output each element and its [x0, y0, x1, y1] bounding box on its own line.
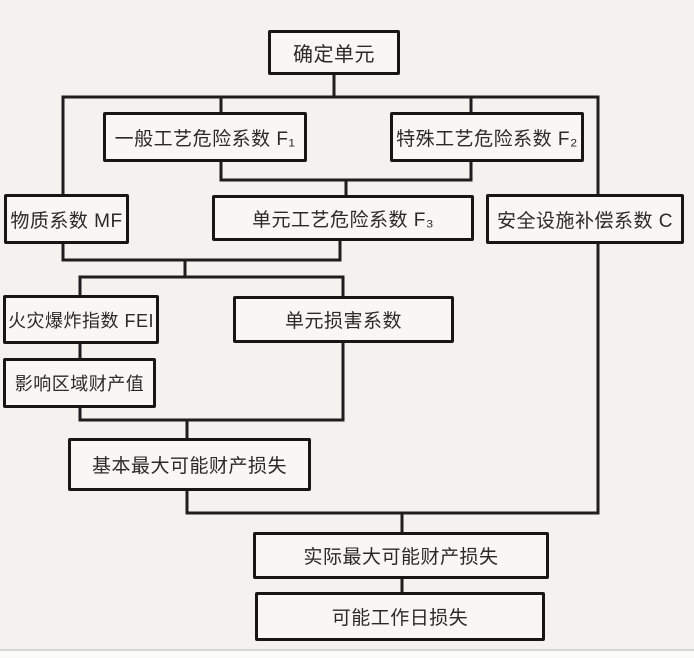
page-edge-margin: [0, 651, 694, 658]
connector-determine-to-branches: [61, 73, 600, 196]
node-affected-area-value: 影响区域财产值: [3, 358, 156, 408]
node-unit-process-hazard-f3: 单元工艺危险系数 F₃: [212, 195, 474, 241]
node-general-process-hazard-f1: 一般工艺危险系数 F₁: [103, 112, 307, 162]
connector-f1-f2-to-f3: [219, 160, 473, 197]
connector-affected-damage-to-base: [78, 341, 345, 440]
node-probable-workday-loss: 可能工作日损失: [255, 592, 545, 641]
node-determine-unit: 确定单元: [268, 30, 400, 75]
connector-base-c-to-actual: [185, 242, 600, 534]
node-actual-max-property-loss: 实际最大可能财产损失: [253, 532, 549, 579]
node-material-factor-mf: 物质系数 MF: [4, 194, 129, 244]
node-fire-explosion-index-fei: 火灾爆炸指数 FEI: [3, 295, 159, 344]
node-special-process-hazard-f2: 特殊工艺危险系数 F₂: [390, 112, 584, 162]
node-safety-compensation-c: 安全设施补偿系数 C: [486, 194, 684, 244]
node-base-max-property-loss: 基本最大可能财产损失: [68, 438, 311, 491]
page-edge-line: [0, 649, 694, 651]
node-unit-damage-factor: 单元损害系数: [233, 296, 454, 343]
connector-mf-f3-to-fei-damage: [61, 239, 345, 298]
